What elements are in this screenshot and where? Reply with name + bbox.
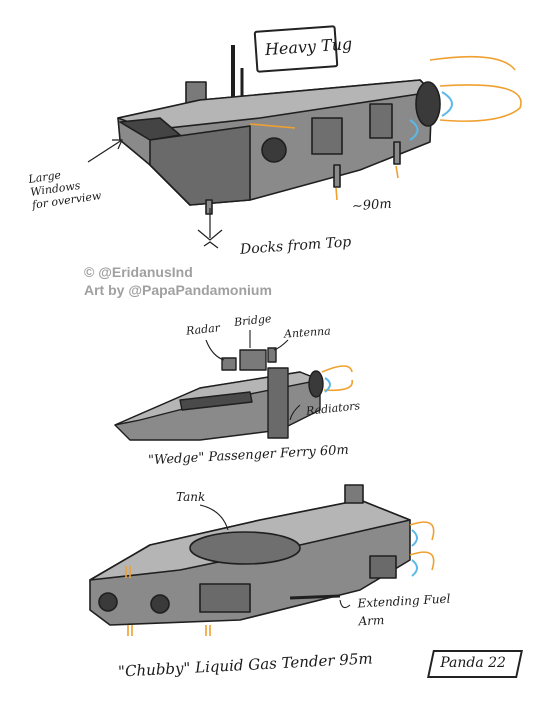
tender-intake [98,592,118,612]
tug-engine-plumes [249,55,522,201]
arrow-dock [197,208,223,241]
tug-thruster-leg [393,141,401,165]
tug-main-engine [415,81,441,127]
tender-annotation-arrows [199,504,351,609]
tender-side-panel [199,583,251,613]
arrow-tank [199,504,229,531]
arrow-radar [205,339,225,361]
arrow-fuel-arm [339,599,351,609]
tug-side-panel [369,103,393,139]
ferry-plume-orange [321,365,353,373]
tender-intake [150,594,170,614]
tender-plume-blue [411,529,418,547]
tender-plume-orange [409,551,435,571]
tug-side-engine [261,137,287,163]
tender-thruster-flame [125,566,131,578]
tug-dock-clamp [205,199,213,215]
tug-thruster-leg [333,164,341,188]
ferry-engine [308,370,324,398]
credit-artist: Art by @PapaPandamonium [84,282,272,298]
ferry-plume-blue [324,377,331,393]
artist-signature: Panda 22 [440,655,506,671]
ferry-annotation-arrows [205,330,301,421]
tug-accent-line [249,123,296,129]
ferry-windows [179,391,253,411]
tender-side-panel [369,555,397,579]
label-extending-fuel-arm: Extending Fuel Arm [357,591,451,629]
tender-fuel-arm [289,594,341,600]
signature-box: Panda 22 [427,650,523,678]
tug-plume-orange [429,55,516,71]
ferry-antenna [267,347,277,363]
tug-side-panel [149,125,251,206]
wedge-ferry-ship [114,347,324,441]
tender-plume-blue [411,559,418,577]
arrow-dock-tip [203,241,219,249]
tender-plume-orange [409,521,435,541]
tender-tank [189,531,301,565]
tender-sensor-dome [344,484,364,504]
tender-engine-plumes [125,521,435,636]
tender-thruster-flame [205,625,211,636]
tug-thruster-flame [335,165,399,201]
heavy-tug-title-box: Heavy Tug [253,25,353,73]
chubby-tender-ship [89,484,411,626]
ferry-bridge [239,349,267,371]
arrow-radiators [289,404,301,421]
tug-annotation-arrows [87,139,223,249]
ferry-radiator-ring [267,367,289,439]
heavy-tug-ship [117,45,441,215]
tug-side-panel [311,117,343,155]
label-tank: Tank [176,490,206,504]
ferry-engine-plumes [321,365,354,393]
ferry-plume-orange [323,379,354,392]
arrow-windows [87,139,123,163]
tender-thruster-flame [127,625,133,636]
tug-plume-blue [441,91,453,117]
note-tug-length: ~90m [351,196,393,215]
credit-copyright: © @EridanusInd [84,264,193,280]
ferry-radar [221,357,237,371]
arrow-antenna [273,339,289,351]
tug-plume-blue [409,119,419,141]
tug-plume-orange [439,84,522,122]
